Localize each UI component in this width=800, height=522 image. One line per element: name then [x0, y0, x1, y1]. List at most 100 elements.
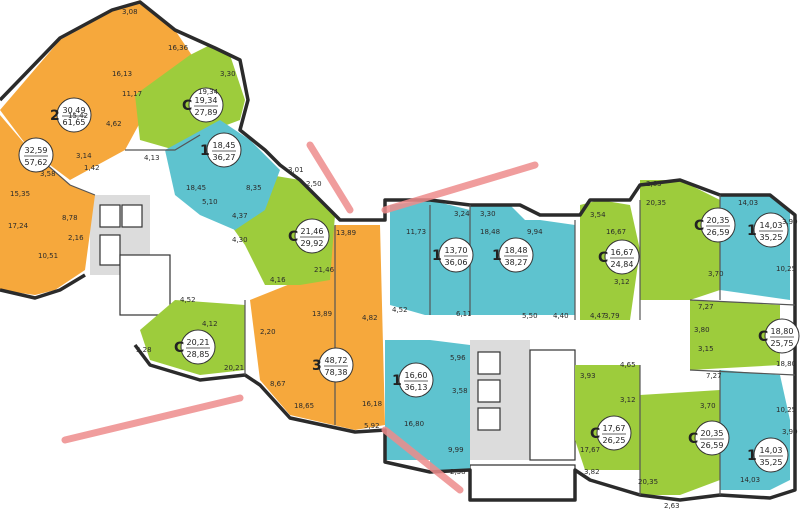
apartment-room-count: С — [758, 329, 768, 345]
room-area-label: 4,52 — [180, 296, 196, 304]
apartment-room-count: С — [590, 426, 600, 442]
elevator-shaft-4 — [477, 351, 501, 375]
apartment-room-count: С — [598, 250, 608, 266]
apartment-badge-circle — [180, 329, 216, 365]
apartment-room-count: 1 — [432, 248, 442, 264]
room-area-label: 4,47 — [590, 312, 606, 320]
apartment-total-area: 25,75 — [771, 339, 794, 348]
apartment-total-area: 29,92 — [301, 239, 324, 248]
unit-a11-area — [640, 180, 720, 300]
apartment-total-area: 57,62 — [25, 158, 48, 167]
view-marker-2 — [381, 161, 539, 214]
apartment-badge-circle — [18, 137, 54, 173]
apartment-badge-circle — [753, 437, 789, 473]
partition-8 — [689, 299, 796, 306]
room-area-label: 5,10 — [202, 198, 218, 206]
unit-a12-area — [720, 195, 790, 300]
apartment-badge-circle — [294, 218, 330, 254]
room-area-label: 2,16 — [68, 234, 84, 242]
room-area-label: 3,12 — [620, 396, 636, 404]
apartment-total-area: 78,38 — [325, 368, 348, 377]
room-area-label: 8,78 — [62, 214, 78, 222]
room-area-label: 16,80 — [404, 420, 424, 428]
apartment-total-area: 28,85 — [187, 350, 210, 359]
apartment-total-area: 24,84 — [611, 260, 634, 269]
room-area-label: 4,37 — [232, 212, 248, 220]
unit-a16-area — [640, 390, 720, 495]
room-area-label: 4,12 — [202, 320, 218, 328]
room-area-label: 5,96 — [450, 354, 466, 362]
apartment-badge-circle — [188, 87, 224, 123]
apartment-room-count: 1 — [392, 373, 402, 389]
apartment-room-count: 1 — [747, 448, 757, 464]
room-area-label: 18,80 — [776, 360, 796, 368]
apartment-badge-a2: 32,59 57,62 — [18, 137, 54, 173]
vestibule-east — [469, 464, 576, 501]
apartment-total-area: 38,27 — [505, 258, 528, 267]
room-area-label: 13,89 — [336, 229, 356, 237]
room-area-label: 16,13 — [112, 70, 132, 78]
room-area-label: 7,27 — [698, 303, 714, 311]
staircase-west — [119, 254, 171, 316]
apartment-living-area: 30,49 — [63, 106, 86, 115]
room-area-label: 3,58 — [40, 170, 56, 178]
apartment-badge-circle — [753, 212, 789, 248]
apartment-living-area: 20,35 — [701, 429, 724, 438]
room-area-label: 2,63 — [646, 180, 662, 188]
apartment-living-area: 48,72 — [325, 356, 348, 365]
room-area-label: 10,51 — [38, 252, 58, 260]
room-area-label: 18,65 — [294, 402, 314, 410]
apartment-living-area: 32,59 — [25, 146, 48, 155]
apartment-badge-circle — [56, 97, 92, 133]
outer-wall-south — [133, 300, 797, 502]
room-area-label: 10,25 — [776, 406, 796, 414]
room-area-label: 18,48 — [480, 228, 500, 236]
elevator-shaft-1 — [99, 204, 121, 228]
room-area-label: 1,42 — [84, 164, 100, 172]
room-area-label: 3,70 — [708, 270, 724, 278]
apartment-room-count: 1 — [747, 223, 757, 239]
room-area-label: 8,35 — [246, 184, 262, 192]
room-area-label: 6,11 — [456, 310, 472, 318]
apartment-living-area: 16,60 — [405, 371, 428, 380]
room-area-label: 8,67 — [270, 380, 286, 388]
room-area-label: 10,25 — [776, 265, 796, 273]
room-area-label: 2,38 — [450, 468, 466, 476]
apartment-living-area: 18,45 — [213, 141, 236, 150]
room-area-label: 4,13 — [144, 154, 160, 162]
room-area-label: 14,03 — [738, 199, 758, 207]
room-area-label: 4,16 — [270, 276, 286, 284]
apartment-badge-circle — [498, 237, 534, 273]
room-area-label: 3,30 — [480, 210, 496, 218]
room-area-label: 3,93 — [580, 372, 596, 380]
room-area-label: 20,21 — [224, 364, 244, 372]
room-area-label: 20,35 — [646, 199, 666, 207]
room-area-label: 3,90 — [782, 218, 798, 226]
apartment-living-area: 14,03 — [760, 221, 783, 230]
apartment-room-count: С — [288, 229, 298, 245]
apartment-living-area: 17,67 — [603, 424, 626, 433]
room-area-label: 3,70 — [700, 402, 716, 410]
room-area-label: 15,35 — [10, 190, 30, 198]
unit-a7-area — [250, 225, 385, 430]
room-area-label: 3,58 — [452, 387, 468, 395]
apartment-total-area: 26,59 — [707, 228, 730, 237]
unit-a13b-area — [430, 340, 470, 470]
staircase-east — [529, 349, 576, 461]
view-marker-3 — [61, 394, 244, 444]
apartment-living-area: 20,35 — [707, 216, 730, 225]
room-area-label: 3,79 — [604, 312, 620, 320]
room-area-label: 4,62 — [106, 120, 122, 128]
room-area-label: 3,28 — [136, 346, 152, 354]
room-area-label: 13,89 — [312, 310, 332, 318]
apartment-total-area: 26,59 — [701, 441, 724, 450]
apartment-total-area: 35,25 — [760, 458, 783, 467]
apartment-badge-circle — [398, 362, 434, 398]
